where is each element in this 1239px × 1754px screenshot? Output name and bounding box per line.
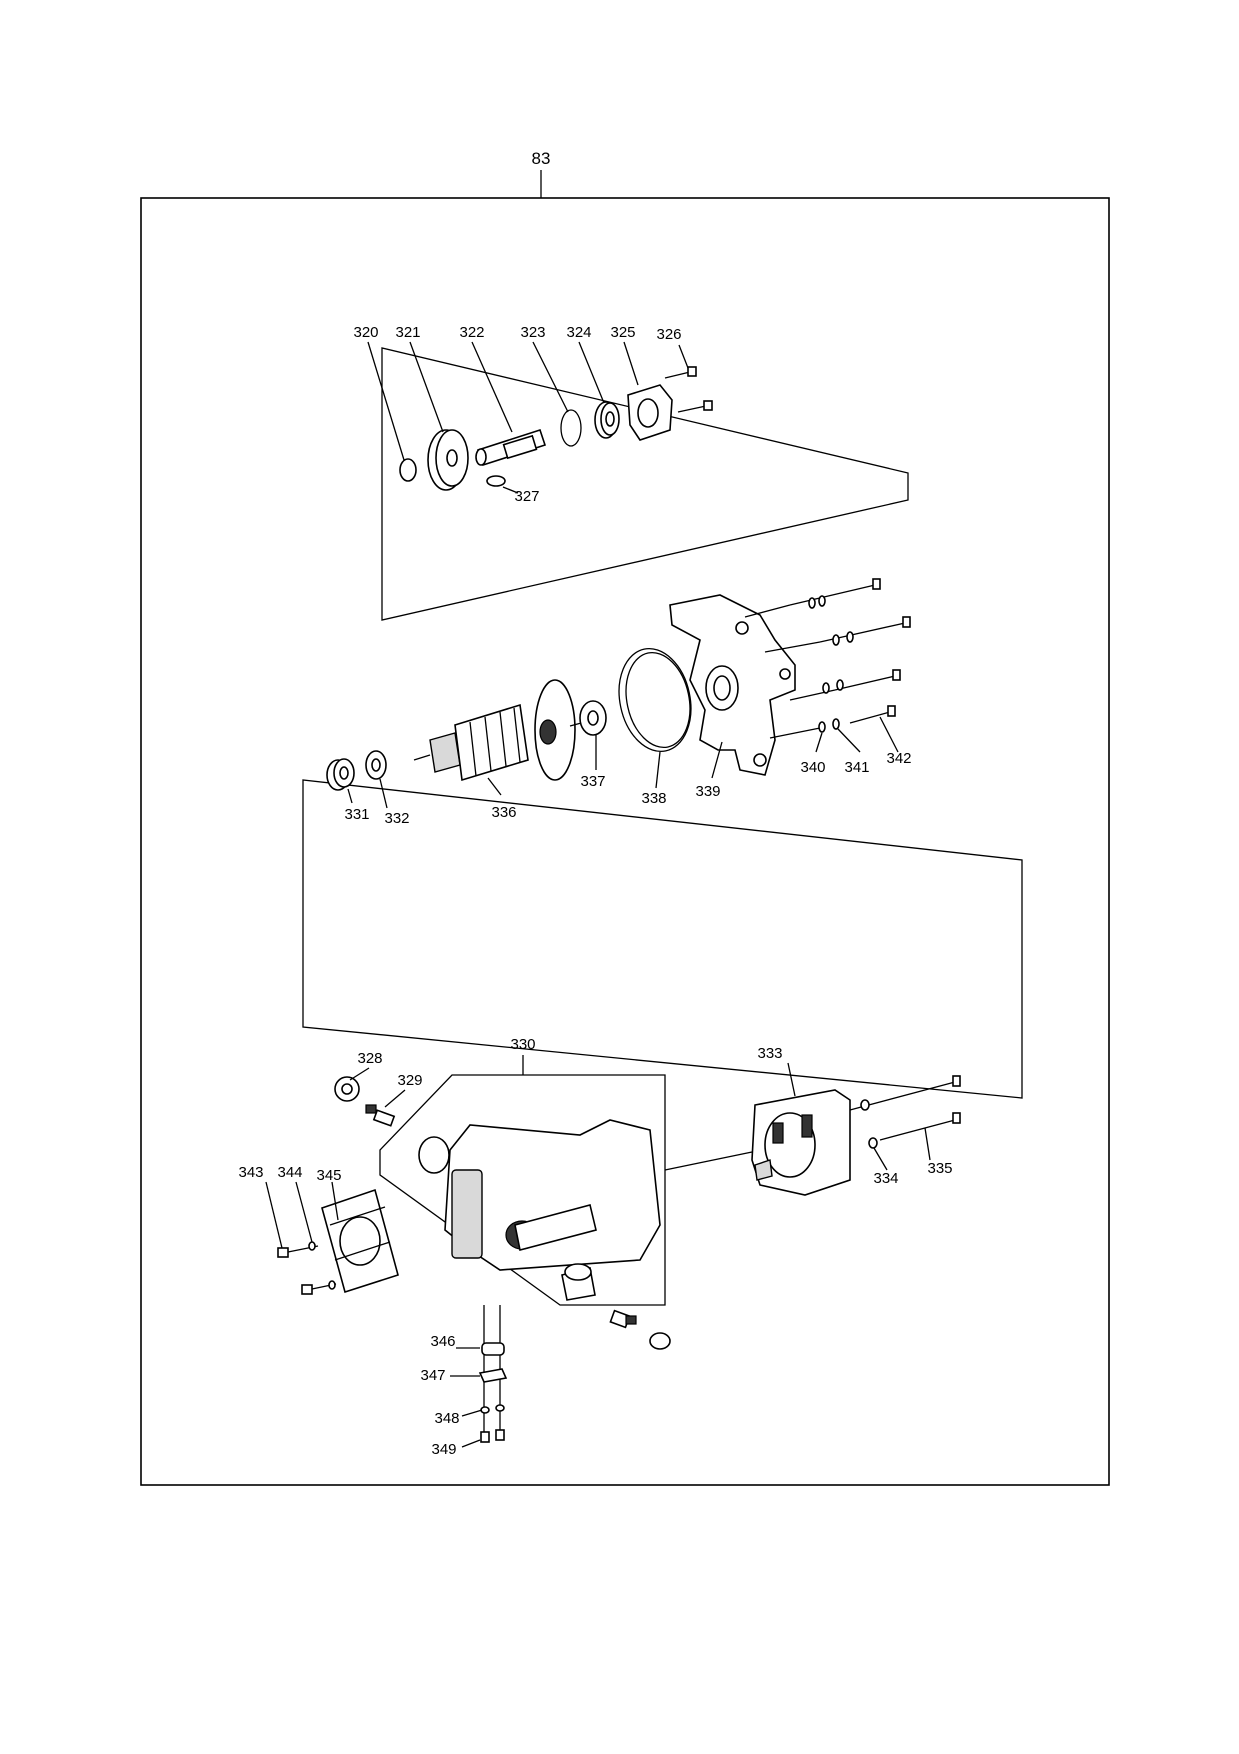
part-321-gear [427, 429, 469, 491]
callout-330: 330 [510, 1036, 535, 1053]
callout-320: 320 [353, 324, 378, 341]
callout-347: 347 [420, 1367, 445, 1384]
callout-349: 349 [431, 1441, 456, 1458]
callout-338: 338 [641, 790, 666, 807]
part-340-342-screws [744, 578, 911, 739]
part-325-bearing-plate [627, 384, 673, 441]
part-324-bearing [594, 401, 620, 439]
part-343-344-screws [277, 1241, 337, 1295]
callout-343: 343 [238, 1164, 263, 1181]
callout-labels: 320 321 322 323 324 325 326 327 328 329 … [238, 324, 952, 1458]
callout-336: 336 [491, 804, 516, 821]
group-outline-housing [379, 1074, 666, 1306]
part-331-bearing [326, 758, 355, 791]
callout-345: 345 [316, 1167, 341, 1184]
group-outline-middle [302, 779, 1023, 1099]
callout-328: 328 [357, 1050, 382, 1067]
callout-325: 325 [610, 324, 635, 341]
part-322-spindle [475, 428, 547, 467]
callout-322: 322 [459, 324, 484, 341]
part-346-349-small-parts [478, 1305, 508, 1443]
part-337-bearing [579, 700, 607, 736]
callout-348: 348 [434, 1410, 459, 1427]
callout-324: 324 [566, 324, 591, 341]
callout-344: 344 [277, 1164, 302, 1181]
part-323-circlip [560, 409, 582, 447]
callout-329: 329 [397, 1072, 422, 1089]
part-329-brush [365, 1104, 396, 1127]
callout-321: 321 [395, 324, 420, 341]
assembly-number: 83 [532, 149, 551, 168]
callout-341: 341 [844, 759, 869, 776]
callout-331: 331 [344, 806, 369, 823]
part-338-seal-ring [618, 647, 692, 753]
leader-lines [265, 341, 931, 1448]
callout-335: 335 [927, 1160, 952, 1177]
callout-323: 323 [520, 324, 545, 341]
part-332-bushing [365, 750, 387, 780]
part-326-screws [664, 366, 713, 413]
part-brush-right [609, 1309, 671, 1350]
part-333-field [751, 1089, 851, 1196]
callout-334: 334 [873, 1170, 898, 1187]
part-336-armature [413, 679, 601, 782]
part-334-335-screws [664, 1075, 961, 1171]
part-327-key [486, 475, 506, 487]
group-outline-top [381, 347, 909, 621]
callout-342: 342 [886, 750, 911, 767]
part-320-oring [399, 458, 417, 482]
part-345-end-cover [321, 1188, 399, 1294]
callout-340: 340 [800, 759, 825, 776]
part-330-motor-housing [418, 1119, 661, 1301]
callout-333: 333 [757, 1045, 782, 1062]
callout-337: 337 [580, 773, 605, 790]
part-339-gear-housing [669, 594, 796, 776]
part-328-brush-cap [334, 1076, 360, 1102]
callout-327: 327 [514, 488, 539, 505]
assembly-frame [140, 197, 1110, 1486]
callout-339: 339 [695, 783, 720, 800]
callout-326: 326 [656, 326, 681, 343]
callout-346: 346 [430, 1333, 455, 1350]
callout-332: 332 [384, 810, 409, 827]
